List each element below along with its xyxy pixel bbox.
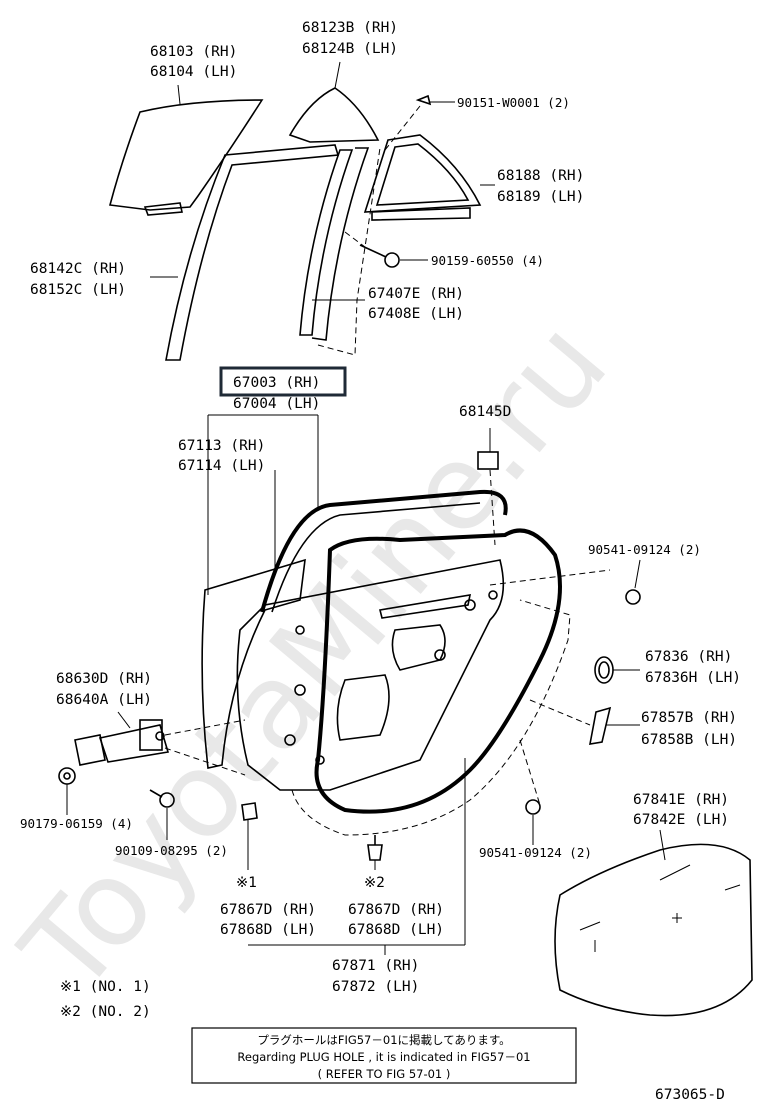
corner-piece-drawing xyxy=(288,61,380,143)
division-bar-drawing xyxy=(299,147,381,356)
plug-icon xyxy=(477,428,499,546)
clip-a-icon xyxy=(625,559,641,605)
note-box: プラグホールはFIG57－01に掲載してあります。 Regarding PLUG… xyxy=(191,1027,577,1084)
label-run-channel-lh: 68152C (LH) xyxy=(30,282,126,298)
label-clip-b: 90541-09124 (2) xyxy=(479,845,592,860)
legend-mark1: ※1 (NO. 1) xyxy=(60,979,151,995)
label-service-cover-lh: 67842E (LH) xyxy=(633,812,729,828)
nut-hinge-icon xyxy=(58,767,76,815)
label-division-bar-rh: 67407E (RH) xyxy=(368,286,464,302)
label-nut-hinge: 90179-06159 (4) xyxy=(20,816,133,831)
pad-icon xyxy=(589,706,640,745)
label-run-channel-rh: 68142C (RH) xyxy=(30,261,126,277)
bolt-mid-icon xyxy=(344,231,428,268)
clip1-icon xyxy=(241,802,258,870)
label-clip1-rh: 67867D (RH) xyxy=(220,902,316,918)
label-hole-cover-lh: 67836H (LH) xyxy=(645,670,741,686)
label-quarter-window-rh: 68188 (RH) xyxy=(497,168,584,184)
label-quarter-glass-rh: 68103 (RH) xyxy=(150,44,237,60)
service-cover-drawing xyxy=(554,829,753,1017)
leader-lines xyxy=(207,414,466,955)
label-door-panel-rh: 67003 (RH) xyxy=(233,375,320,391)
label-bolt-hinge: 90109-08295 (2) xyxy=(115,843,228,858)
diagram-code: 673065-D xyxy=(655,1087,725,1103)
hole-cover-icon xyxy=(594,656,640,684)
label-clip2-lh: 67868D (LH) xyxy=(348,922,444,938)
bolt-hinge-icon xyxy=(149,789,175,840)
screw-top-icon xyxy=(384,94,455,151)
highlight-box xyxy=(219,366,347,397)
label-outer-panel-lh: 67114 (LH) xyxy=(178,458,265,474)
legend-mark2: ※2 (NO. 2) xyxy=(60,1004,151,1020)
clip2-icon xyxy=(367,835,383,870)
note-line-en: Regarding PLUG HOLE , it is indicated in… xyxy=(237,1050,530,1064)
clip-b-icon xyxy=(525,799,541,845)
hinge-drawing xyxy=(74,711,246,776)
label-screw-top: 90151-W0001 (2) xyxy=(457,95,570,110)
label-bolt-mid: 90159-60550 (4) xyxy=(431,253,544,268)
label-pad-rh: 67857B (RH) xyxy=(641,710,737,726)
run-channel-drawing xyxy=(150,144,340,361)
label-clip-a: 90541-09124 (2) xyxy=(588,542,701,557)
label-mark1: ※1 xyxy=(236,875,257,891)
label-clip1-lh: 67868D (LH) xyxy=(220,922,316,938)
label-corner-lh: 68124B (LH) xyxy=(302,41,398,57)
label-pad-lh: 67858B (LH) xyxy=(641,732,737,748)
label-weatherstrip-rh: 67871 (RH) xyxy=(332,958,419,974)
label-division-bar-lh: 67408E (LH) xyxy=(368,306,464,322)
label-hinge-rh: 68630D (RH) xyxy=(56,671,152,687)
quarter-window-drawing xyxy=(363,134,495,221)
label-mark2: ※2 xyxy=(364,875,385,891)
label-clip2-rh: 67867D (RH) xyxy=(348,902,444,918)
label-plug: 68145D xyxy=(459,404,511,420)
labels: 68103 (RH) 68104 (LH) 68123B (RH) 68124B… xyxy=(20,20,741,1103)
label-service-cover-rh: 67841E (RH) xyxy=(633,792,729,808)
label-weatherstrip-lh: 67872 (LH) xyxy=(332,979,419,995)
note-line-jp: プラグホールはFIG57－01に掲載してあります。 xyxy=(257,1033,510,1047)
label-corner-rh: 68123B (RH) xyxy=(302,20,398,36)
label-outer-panel-rh: 67113 (RH) xyxy=(178,438,265,454)
note-line-ref: ( REFER TO FIG 57-01 ) xyxy=(318,1067,451,1081)
label-quarter-glass-lh: 68104 (LH) xyxy=(150,64,237,80)
door-panel-drawing xyxy=(201,489,611,836)
label-hole-cover-rh: 67836 (RH) xyxy=(645,649,732,665)
label-quarter-window-lh: 68189 (LH) xyxy=(497,189,584,205)
quarter-glass-drawing xyxy=(108,84,264,216)
label-door-panel-lh: 67004 (LH) xyxy=(233,396,320,412)
label-hinge-lh: 68640A (LH) xyxy=(56,692,152,708)
